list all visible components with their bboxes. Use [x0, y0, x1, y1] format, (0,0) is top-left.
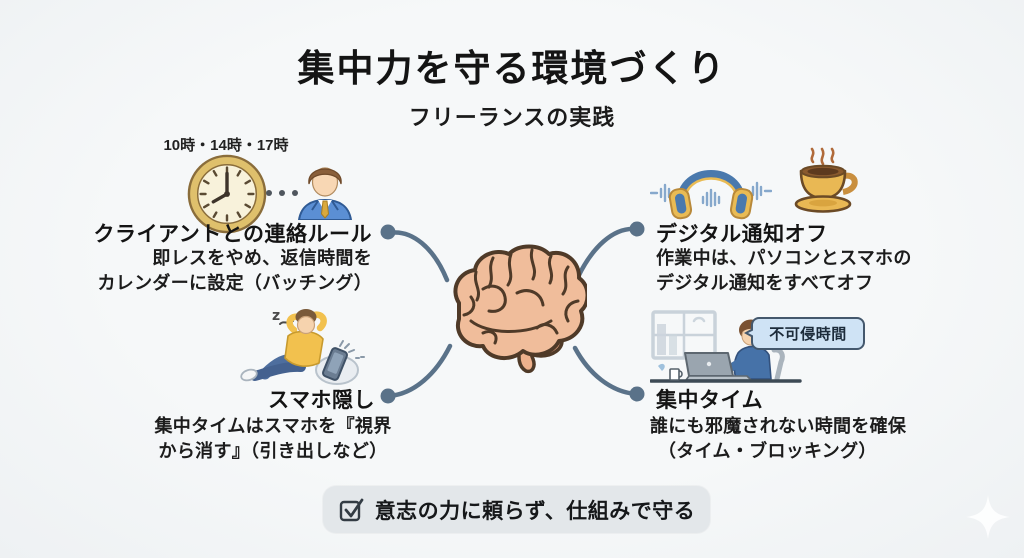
body-line: 作業中は、パソコンとスマホの [656, 248, 912, 268]
page-subtitle: フリーランスの実践 [408, 105, 616, 130]
headphones-icon [650, 170, 772, 220]
body-focus-time: 誰にも邪魔されない時間を確保 （タイム・ブロッキング） [650, 414, 980, 464]
heading-client-rules: クライアントとの連絡ルール [93, 223, 372, 246]
page-title: 集中力を守る環境づくり [297, 48, 727, 89]
body-line: 集中タイムはスマホを『視界 [154, 416, 392, 436]
leaf-icon [658, 363, 665, 371]
heading-focus-time: 集中タイム [656, 389, 764, 412]
mug-icon [669, 368, 680, 381]
clock-icon [187, 154, 267, 234]
footer-note-text: 意志の力に頼らず、仕組みで守る [374, 499, 696, 523]
body-client-rules: 即レスをやめ、返信時間を カレンダーに設定（バッチング） [70, 246, 372, 296]
coffee-cup-icon [794, 147, 858, 213]
body-line: 即レスをやめ、返信時間を [152, 248, 372, 268]
contact-times-label: 10時・14時・17時 [163, 137, 289, 154]
window-icon [651, 310, 717, 360]
body-line: （タイム・ブロッキング） [658, 440, 877, 461]
businessman-icon [298, 167, 352, 220]
body-line: から消す』（引き出しなど） [158, 440, 388, 461]
sparkle-icon [966, 495, 1010, 539]
body-line: デジタル通知をすべてオフ [656, 272, 874, 293]
heading-notifications-off: デジタル通知オフ [656, 223, 828, 246]
ellipsis-dots [266, 190, 298, 196]
body-hide-phone: 集中タイムはスマホを『視界 から消す』（引き出しなど） [116, 414, 430, 464]
sleep-z-mark: z [272, 308, 280, 324]
brain-icon [453, 244, 587, 374]
relaxing-person-illustration: z [240, 308, 365, 385]
body-line: カレンダーに設定（バッチング） [97, 272, 372, 293]
body-line: 誰にも邪魔されない時間を確保 [650, 416, 907, 436]
footer-note-box: 意志の力に頼らず、仕組みで守る [323, 486, 710, 533]
checkbox-icon [339, 498, 364, 521]
speech-bubble: 不可侵時間 [744, 317, 865, 350]
phone-in-tray-icon [322, 347, 348, 381]
chair [771, 347, 785, 382]
person-at-desk-illustration [650, 310, 802, 383]
body-notifications-off: 作業中は、パソコンとスマホの デジタル通知をすべてオフ [656, 246, 976, 296]
speech-bubble-text: 不可侵時間 [769, 326, 847, 343]
heading-hide-phone: スマホ隠し [268, 389, 375, 412]
